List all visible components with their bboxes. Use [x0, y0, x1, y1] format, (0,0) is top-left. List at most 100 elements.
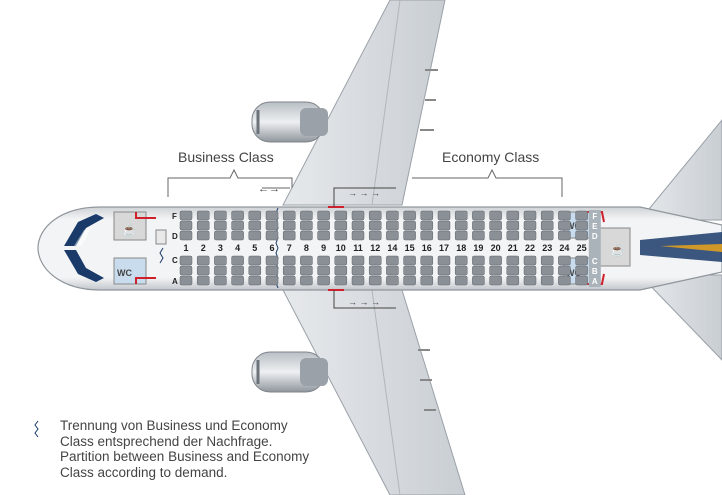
seat-7-5[interactable] [282, 275, 296, 286]
seat-15-4[interactable] [403, 265, 416, 276]
seat-22-4[interactable] [523, 265, 537, 276]
seat-2-4[interactable] [196, 265, 210, 276]
seat-6-4[interactable] [265, 265, 279, 276]
seat-4-0[interactable] [231, 210, 244, 221]
seat-16-2[interactable] [420, 230, 434, 241]
seat-5-5[interactable] [248, 275, 262, 286]
seat-3-3[interactable] [214, 255, 227, 266]
seat-11-3[interactable] [351, 255, 365, 266]
seat-15-2[interactable] [403, 230, 416, 241]
seat-23-4[interactable] [540, 265, 554, 276]
seat-15-0[interactable] [403, 210, 416, 221]
seat-8-1[interactable] [300, 220, 313, 231]
seat-5-1[interactable] [248, 220, 262, 231]
seat-12-5[interactable] [368, 275, 382, 286]
seat-10-5[interactable] [334, 275, 348, 286]
seat-11-1[interactable] [351, 220, 365, 231]
seat-9-5[interactable] [317, 275, 330, 286]
seat-1-0[interactable] [179, 210, 193, 221]
seat-22-5[interactable] [523, 275, 537, 286]
seat-17-4[interactable] [437, 265, 451, 276]
seat-9-4[interactable] [317, 265, 330, 276]
seat-22-2[interactable] [523, 230, 537, 241]
seat-17-3[interactable] [437, 255, 451, 266]
seat-19-4[interactable] [472, 265, 485, 276]
seat-23-5[interactable] [540, 275, 554, 286]
seat-14-1[interactable] [386, 220, 399, 231]
seat-7-3[interactable] [282, 255, 296, 266]
seat-9-2[interactable] [317, 230, 330, 241]
seat-18-4[interactable] [454, 265, 468, 276]
seat-4-2[interactable] [231, 230, 244, 241]
seat-10-1[interactable] [334, 220, 348, 231]
seat-21-1[interactable] [506, 220, 520, 231]
seat-17-1[interactable] [437, 220, 451, 231]
seat-9-0[interactable] [317, 210, 330, 221]
seat-22-0[interactable] [523, 210, 537, 221]
seat-12-1[interactable] [368, 220, 382, 231]
seat-24-3[interactable] [558, 255, 571, 266]
seat-1-2[interactable] [179, 230, 193, 241]
seat-6-2[interactable] [265, 230, 279, 241]
seat-22-1[interactable] [523, 220, 537, 231]
seat-21-5[interactable] [506, 275, 520, 286]
seat-5-0[interactable] [248, 210, 262, 221]
seat-3-5[interactable] [214, 275, 227, 286]
seat-19-3[interactable] [472, 255, 485, 266]
seat-24-2[interactable] [558, 230, 571, 241]
seat-8-2[interactable] [300, 230, 313, 241]
seat-25-0[interactable] [575, 210, 588, 221]
seat-2-0[interactable] [196, 210, 210, 221]
seat-10-3[interactable] [334, 255, 348, 266]
seat-21-3[interactable] [506, 255, 520, 266]
seat-6-3[interactable] [265, 255, 279, 266]
seat-17-5[interactable] [437, 275, 451, 286]
seat-6-1[interactable] [265, 220, 279, 231]
seat-7-1[interactable] [282, 220, 296, 231]
seat-11-2[interactable] [351, 230, 365, 241]
seat-15-5[interactable] [403, 275, 416, 286]
seat-19-5[interactable] [472, 275, 485, 286]
seat-14-4[interactable] [386, 265, 399, 276]
seat-19-2[interactable] [472, 230, 485, 241]
seat-3-0[interactable] [214, 210, 227, 221]
seat-23-2[interactable] [540, 230, 554, 241]
seat-5-3[interactable] [248, 255, 262, 266]
seat-19-1[interactable] [472, 220, 485, 231]
seat-18-0[interactable] [454, 210, 468, 221]
seat-4-4[interactable] [231, 265, 244, 276]
seat-17-2[interactable] [437, 230, 451, 241]
seat-17-0[interactable] [437, 210, 451, 221]
seat-9-1[interactable] [317, 220, 330, 231]
seat-24-5[interactable] [558, 275, 571, 286]
seat-11-5[interactable] [351, 275, 365, 286]
seat-23-1[interactable] [540, 220, 554, 231]
seat-10-2[interactable] [334, 230, 348, 241]
seat-12-3[interactable] [368, 255, 382, 266]
seat-18-2[interactable] [454, 230, 468, 241]
seat-20-0[interactable] [489, 210, 502, 221]
seat-25-2[interactable] [575, 230, 588, 241]
seat-14-0[interactable] [386, 210, 399, 221]
seat-2-2[interactable] [196, 230, 210, 241]
seat-25-3[interactable] [575, 255, 588, 266]
seat-3-4[interactable] [214, 265, 227, 276]
seat-4-1[interactable] [231, 220, 244, 231]
seat-2-1[interactable] [196, 220, 210, 231]
seat-1-1[interactable] [179, 220, 193, 231]
seat-21-0[interactable] [506, 210, 520, 221]
seat-7-4[interactable] [282, 265, 296, 276]
seat-10-4[interactable] [334, 265, 348, 276]
seat-1-5[interactable] [179, 275, 193, 286]
seat-22-3[interactable] [523, 255, 537, 266]
seat-24-1[interactable] [558, 220, 571, 231]
seat-16-1[interactable] [420, 220, 434, 231]
seat-10-0[interactable] [334, 210, 348, 221]
seat-16-0[interactable] [420, 210, 434, 221]
seat-23-3[interactable] [540, 255, 554, 266]
seat-21-4[interactable] [506, 265, 520, 276]
seat-8-4[interactable] [300, 265, 313, 276]
seat-20-1[interactable] [489, 220, 502, 231]
seat-16-4[interactable] [420, 265, 434, 276]
seat-24-0[interactable] [558, 210, 571, 221]
